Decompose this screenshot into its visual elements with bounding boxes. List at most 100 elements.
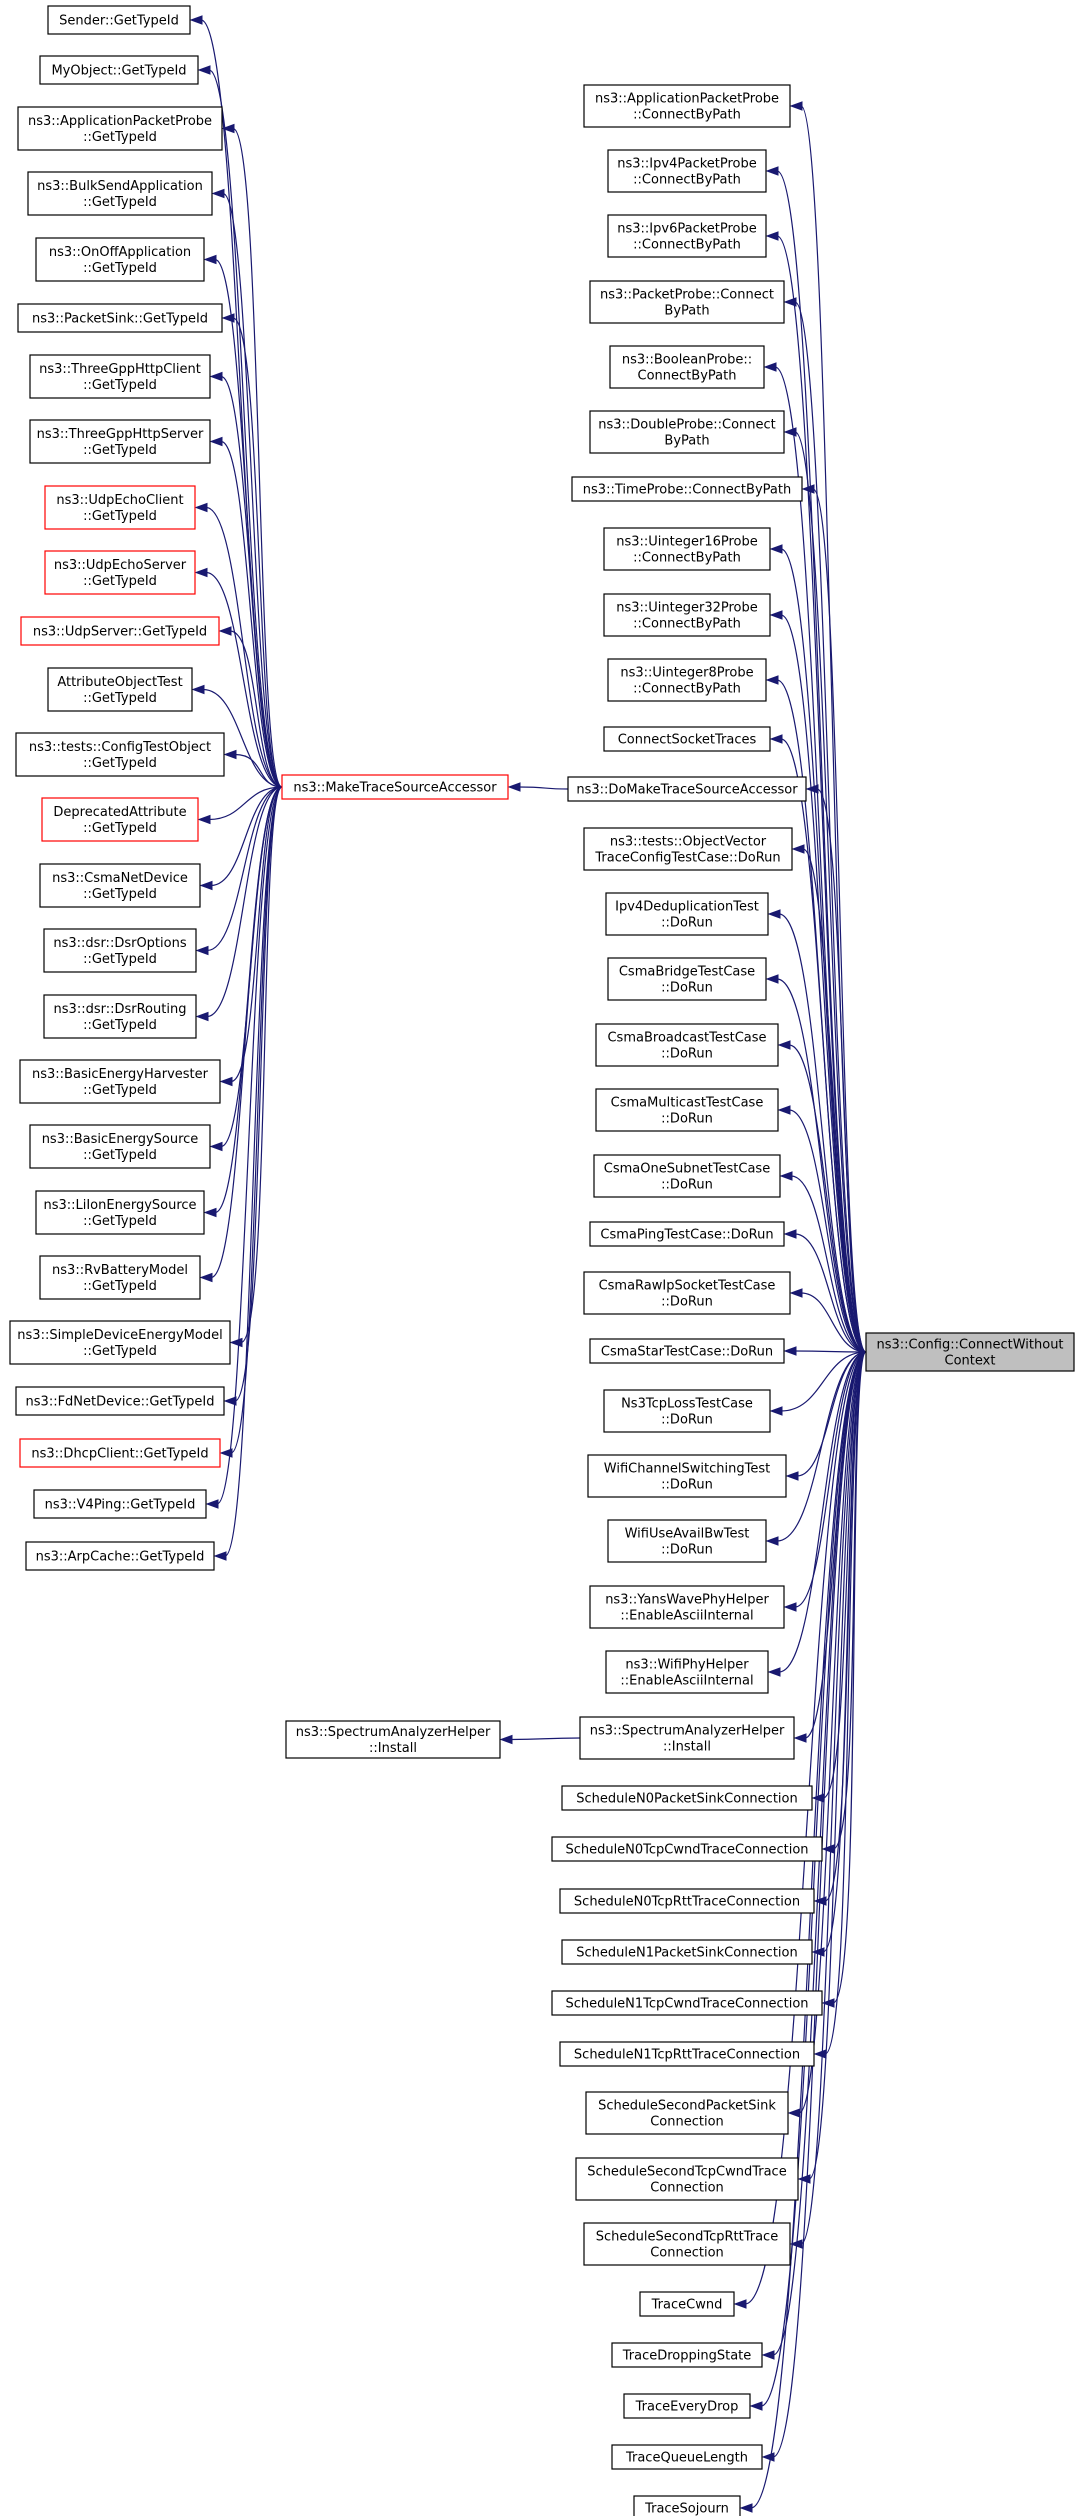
node-basicharvester[interactable]: ns3::BasicEnergyHarvester::GetTypeId: [19, 1059, 221, 1104]
edge-arrowhead: [791, 844, 805, 854]
node-n0tcpcwnd[interactable]: ScheduleN0TcpCwndTraceConnection: [551, 1836, 823, 1862]
call-edge: [222, 192, 283, 788]
node-objvector[interactable]: ns3::tests::ObjectVectorTraceConfigTestC…: [583, 827, 793, 871]
node-csmarawip[interactable]: CsmaRawIpSocketTestCase::DoRun: [583, 1271, 791, 1315]
node-csmabroadcast[interactable]: CsmaBroadcastTestCase::DoRun: [595, 1023, 779, 1067]
node-tracecwnd[interactable]: TraceCwnd: [639, 2291, 735, 2317]
node-label: TraceConfigTestCase::DoRun: [594, 851, 780, 866]
node-traceeverydrop[interactable]: TraceEveryDrop: [623, 2393, 751, 2419]
node-maketrace[interactable]: ns3::MakeTraceSourceAccessor: [281, 774, 509, 800]
call-edge: [232, 317, 283, 788]
edge-arrowhead: [189, 15, 203, 25]
node-n0tcprtt[interactable]: ScheduleN0TcpRttTraceConnection: [559, 1888, 815, 1914]
node-onoff[interactable]: ns3::OnOffApplication::GetTypeId: [35, 237, 205, 282]
node-deprecatedattr[interactable]: DeprecatedAttribute::GetTypeId: [41, 797, 199, 842]
node-csmamulticast[interactable]: CsmaMulticastTestCase::DoRun: [595, 1088, 779, 1132]
node-dsrrouting[interactable]: ns3::dsr::DsrRouting::GetTypeId: [43, 994, 197, 1039]
node-httpclient[interactable]: ns3::ThreeGppHttpClient::GetTypeId: [29, 354, 211, 399]
node-label: ns3::BasicEnergySource: [42, 1132, 199, 1147]
node-n1packetsink[interactable]: ScheduleN1PacketSinkConnection: [561, 1939, 813, 1965]
node-tracequeuelength[interactable]: TraceQueueLength: [611, 2444, 763, 2470]
node-ipv6probe[interactable]: ns3::Ipv6PacketProbe::ConnectByPath: [607, 214, 767, 258]
node-packetsink[interactable]: ns3::PacketSink::GetTypeId: [17, 303, 223, 333]
edge-arrowhead: [783, 1229, 797, 1239]
node-appprobe-gt[interactable]: ns3::ApplicationPacketProbe::GetTypeId: [17, 106, 223, 151]
node-arpcache[interactable]: ns3::ArpCache::GetTypeId: [25, 1541, 215, 1571]
node-packetprobe[interactable]: ns3::PacketProbe::ConnectByPath: [589, 280, 785, 324]
node-box: [44, 485, 196, 530]
node-wifiphyhelper[interactable]: ns3::WifiPhyHelper::EnableAsciiInternal: [605, 1650, 769, 1694]
node-specinstall-left[interactable]: ns3::SpectrumAnalyzerHelper::Install: [285, 1720, 501, 1759]
node-tracesojourn[interactable]: TraceSojourn: [633, 2495, 741, 2516]
node-dsroptions[interactable]: ns3::dsr::DsrOptions::GetTypeId: [43, 928, 197, 973]
node-udpechoclient[interactable]: ns3::UdpEchoClient::GetTypeId: [44, 485, 196, 530]
node-label: ns3::ThreeGppHttpServer: [37, 427, 204, 442]
node-httpserver[interactable]: ns3::ThreeGppHttpServer::GetTypeId: [29, 419, 211, 464]
node-rvbattery[interactable]: ns3::RvBatteryModel::GetTypeId: [39, 1255, 201, 1300]
node-box: [47, 667, 193, 712]
node-specinstall-right[interactable]: ns3::SpectrumAnalyzerHelper::Install: [579, 1716, 795, 1760]
node-box: [603, 527, 771, 571]
node-simpledevenergy[interactable]: ns3::SimpleDeviceEnergyModel::GetTypeId: [9, 1320, 231, 1365]
node-udpserver[interactable]: ns3::UdpServer::GetTypeId: [20, 616, 220, 646]
node-label: Sender::GetTypeId: [59, 14, 179, 29]
node-csmaping[interactable]: CsmaPingTestCase::DoRun: [589, 1221, 785, 1247]
call-edge: [760, 1351, 867, 2407]
call-edge: [778, 913, 867, 1353]
node-box: [29, 1124, 211, 1169]
node-lionsource[interactable]: ns3::LiIonEnergySource::GetTypeId: [35, 1190, 205, 1235]
node-uint16probe[interactable]: ns3::Uinteger16Probe::ConnectByPath: [603, 527, 771, 571]
node-n1tcpcwnd[interactable]: ScheduleN1TcpCwndTraceConnection: [551, 1990, 823, 2016]
edge-arrowhead: [195, 1011, 209, 1022]
node-apppacketprobe[interactable]: ns3::ApplicationPacketProbe::ConnectByPa…: [583, 84, 791, 128]
node-domaketrace[interactable]: ns3::DoMakeTraceSourceAccessor: [567, 776, 807, 802]
node-attrobjtest[interactable]: AttributeObjectTest::GetTypeId: [47, 667, 193, 712]
node-sender[interactable]: Sender::GetTypeId: [47, 5, 191, 35]
node-label: ns3::TimeProbe::ConnectByPath: [583, 483, 791, 498]
node-fdnetdevice[interactable]: ns3::FdNetDevice::GetTypeId: [15, 1386, 225, 1416]
call-edge: [750, 1351, 867, 2509]
node-dhcpclient[interactable]: ns3::DhcpClient::GetTypeId: [19, 1438, 221, 1468]
edge-arrowhead: [219, 1076, 233, 1087]
node-box: [605, 892, 769, 936]
node-n0packetsink[interactable]: ScheduleN0PacketSinkConnection: [561, 1785, 813, 1811]
edge-arrowhead: [769, 544, 783, 554]
call-edge: [794, 431, 867, 1353]
node-connectsocket[interactable]: ConnectSocketTraces: [603, 726, 771, 752]
node-box: [575, 2157, 799, 2201]
node-myobject[interactable]: MyObject::GetTypeId: [39, 55, 199, 85]
node-basicsource[interactable]: ns3::BasicEnergySource::GetTypeId: [29, 1124, 211, 1169]
node-label: ::DoRun: [661, 1295, 713, 1310]
node-n1tcprtt[interactable]: ScheduleN1TcpRttTraceConnection: [559, 2041, 815, 2067]
node-yanswave[interactable]: ns3::YansWavePhyHelper::EnableAsciiInter…: [589, 1585, 785, 1629]
node-box: [39, 863, 201, 908]
node-udpechoserver[interactable]: ns3::UdpEchoServer::GetTypeId: [44, 550, 196, 595]
node-ns3tcploss[interactable]: Ns3TcpLossTestCase::DoRun: [603, 1389, 771, 1433]
node-label: ns3::SpectrumAnalyzerHelper: [296, 1725, 491, 1740]
node-tracedropping[interactable]: TraceDroppingState: [611, 2342, 763, 2368]
call-edge: [232, 127, 283, 788]
node-wifichannel[interactable]: WifiChannelSwitchingTest::DoRun: [587, 1454, 787, 1498]
node-ipv4dedup[interactable]: Ipv4DeduplicationTest::DoRun: [605, 892, 769, 936]
node-bulksend[interactable]: ns3::BulkSendApplication::GetTypeId: [27, 171, 213, 216]
node-csmanetdevice[interactable]: ns3::CsmaNetDevice::GetTypeId: [39, 863, 201, 908]
node-doubleprobe[interactable]: ns3::DoubleProbe::ConnectByPath: [589, 410, 785, 454]
node-csmabridge[interactable]: CsmaBridgeTestCase::DoRun: [607, 957, 767, 1001]
node-uint8probe[interactable]: ns3::Uinteger8Probe::ConnectByPath: [607, 658, 767, 702]
node-booleanprobe[interactable]: ns3::BooleanProbe::ConnectByPath: [609, 345, 765, 389]
node-v4ping[interactable]: ns3::V4Ping::GetTypeId: [33, 1489, 207, 1519]
node-csmaonesubnet[interactable]: CsmaOneSubnetTestCase::DoRun: [593, 1154, 781, 1198]
node-box: [41, 797, 199, 842]
node-ipv4probe[interactable]: ns3::Ipv4PacketProbe::ConnectByPath: [607, 149, 767, 193]
call-edge: [206, 786, 283, 952]
node-wifiuseavail[interactable]: WifiUseAvailBwTest::DoRun: [607, 1519, 767, 1563]
node-timeprobe[interactable]: ns3::TimeProbe::ConnectByPath: [571, 476, 803, 502]
node-configtestobj[interactable]: ns3::tests::ConfigTestObject::GetTypeId: [15, 732, 225, 777]
node-uint32probe[interactable]: ns3::Uinteger32Probe::ConnectByPath: [603, 593, 771, 637]
node-csmastar[interactable]: CsmaStarTestCase::DoRun: [589, 1338, 785, 1364]
call-edge: [802, 848, 867, 1353]
